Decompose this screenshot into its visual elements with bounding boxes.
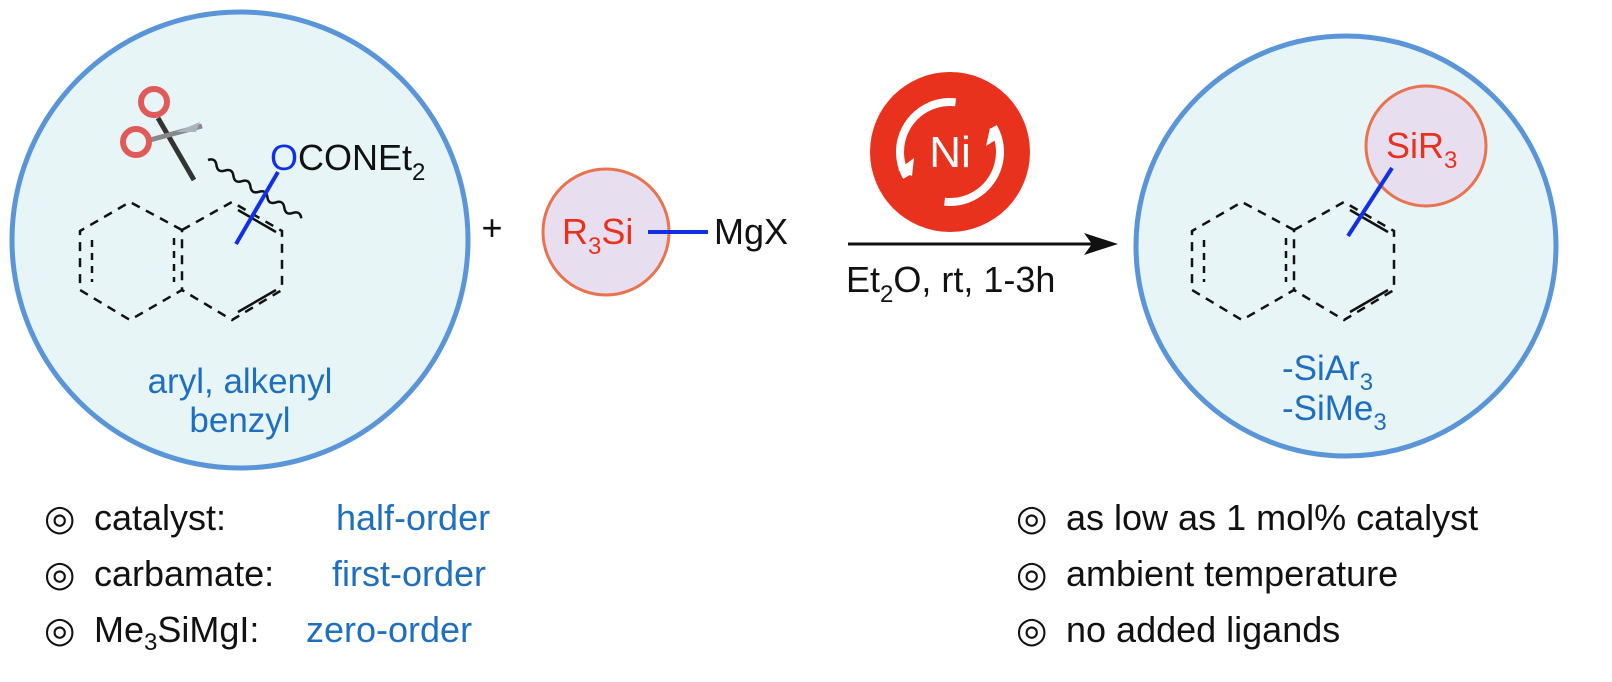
kinetics-row-grignard: ◎ Me3SiMgI: zero-order (44, 602, 604, 658)
reaction-arrow (848, 233, 1118, 255)
cycle-arrow-left (898, 158, 914, 176)
bullet-icon: ◎ (1016, 553, 1048, 594)
silyl-grignard-reagent: R3Si MgX (541, 167, 788, 297)
kinetics-list: ◎ catalyst: half-order ◎ carbamate: first-… (44, 490, 604, 658)
bullet-icon: ◎ (44, 553, 76, 594)
bullet-icon: ◎ (1016, 497, 1048, 538)
nickel-disc (870, 72, 1030, 232)
reactant-panel: OCONEt2 aryl, alkenyl benzyl (9, 9, 471, 471)
plus-sign: + (481, 207, 502, 248)
product-silyl-label: SiR3 (1386, 125, 1457, 174)
bullet-icon: ◎ (44, 497, 76, 538)
naphthalene-skeleton (78, 200, 284, 322)
advantages-list: ◎ as low as 1 mol% catalyst ◎ ambient temp… (1016, 490, 1596, 658)
kinetics-row-catalyst: ◎ catalyst: half-order (44, 490, 604, 546)
reactant-scope-line1: aryl, alkenyl (148, 362, 333, 401)
cycle-arrow-right (986, 128, 1002, 146)
cleavage-wave (207, 158, 303, 219)
reaction-conditions: Et2O, rt, 1-3h (846, 259, 1055, 308)
advantage-row: ◎ as low as 1 mol% catalyst (1016, 490, 1596, 546)
c-o-bond (234, 170, 280, 246)
c-si-bond (1346, 166, 1394, 238)
kinetics-value: first-order (332, 553, 487, 594)
bullet-icon: ◎ (1016, 609, 1048, 650)
advantage-row: ◎ no added ligands (1016, 602, 1596, 658)
scissors-icon (120, 86, 203, 182)
product-naphthalene-skeleton (1190, 200, 1396, 322)
product-scope-1: -SiAr3 (1282, 349, 1373, 396)
kinetics-label: catalyst: (94, 497, 227, 538)
nickel-catalyst-badge: Ni (870, 72, 1030, 232)
kinetics-label: Me3SiMgI: (94, 609, 260, 656)
kinetics-label: carbamate: (94, 553, 275, 594)
kinetics-value: half-order (336, 497, 491, 538)
carbamate-group: OCONEt2 (270, 137, 425, 186)
silyl-product-circle (1364, 84, 1488, 208)
advantage-text: no added ligands (1066, 609, 1341, 650)
reaction-scheme: OCONEt2 aryl, alkenyl benzyl + R3Si MgX … (9, 9, 1559, 471)
kinetics-row-carbamate: ◎ carbamate: first-order (44, 546, 604, 602)
bullet-icon: ◎ (44, 609, 76, 650)
kinetics-value: zero-order (306, 609, 473, 650)
silyl-label: R3Si (562, 211, 633, 260)
nickel-label: Ni (929, 128, 971, 177)
advantage-text: ambient temperature (1066, 553, 1399, 594)
catalytic-cycle-icon (896, 98, 1004, 206)
reactant-scope-line2: benzyl (189, 401, 290, 440)
advantage-row: ◎ ambient temperature (1016, 546, 1596, 602)
advantage-text: as low as 1 mol% catalyst (1066, 497, 1479, 538)
product-scope-2: -SiMe3 (1282, 389, 1387, 436)
product-panel: SiR3 -SiAr3 -SiMe3 (1133, 33, 1559, 459)
mgx-label: MgX (714, 211, 788, 252)
